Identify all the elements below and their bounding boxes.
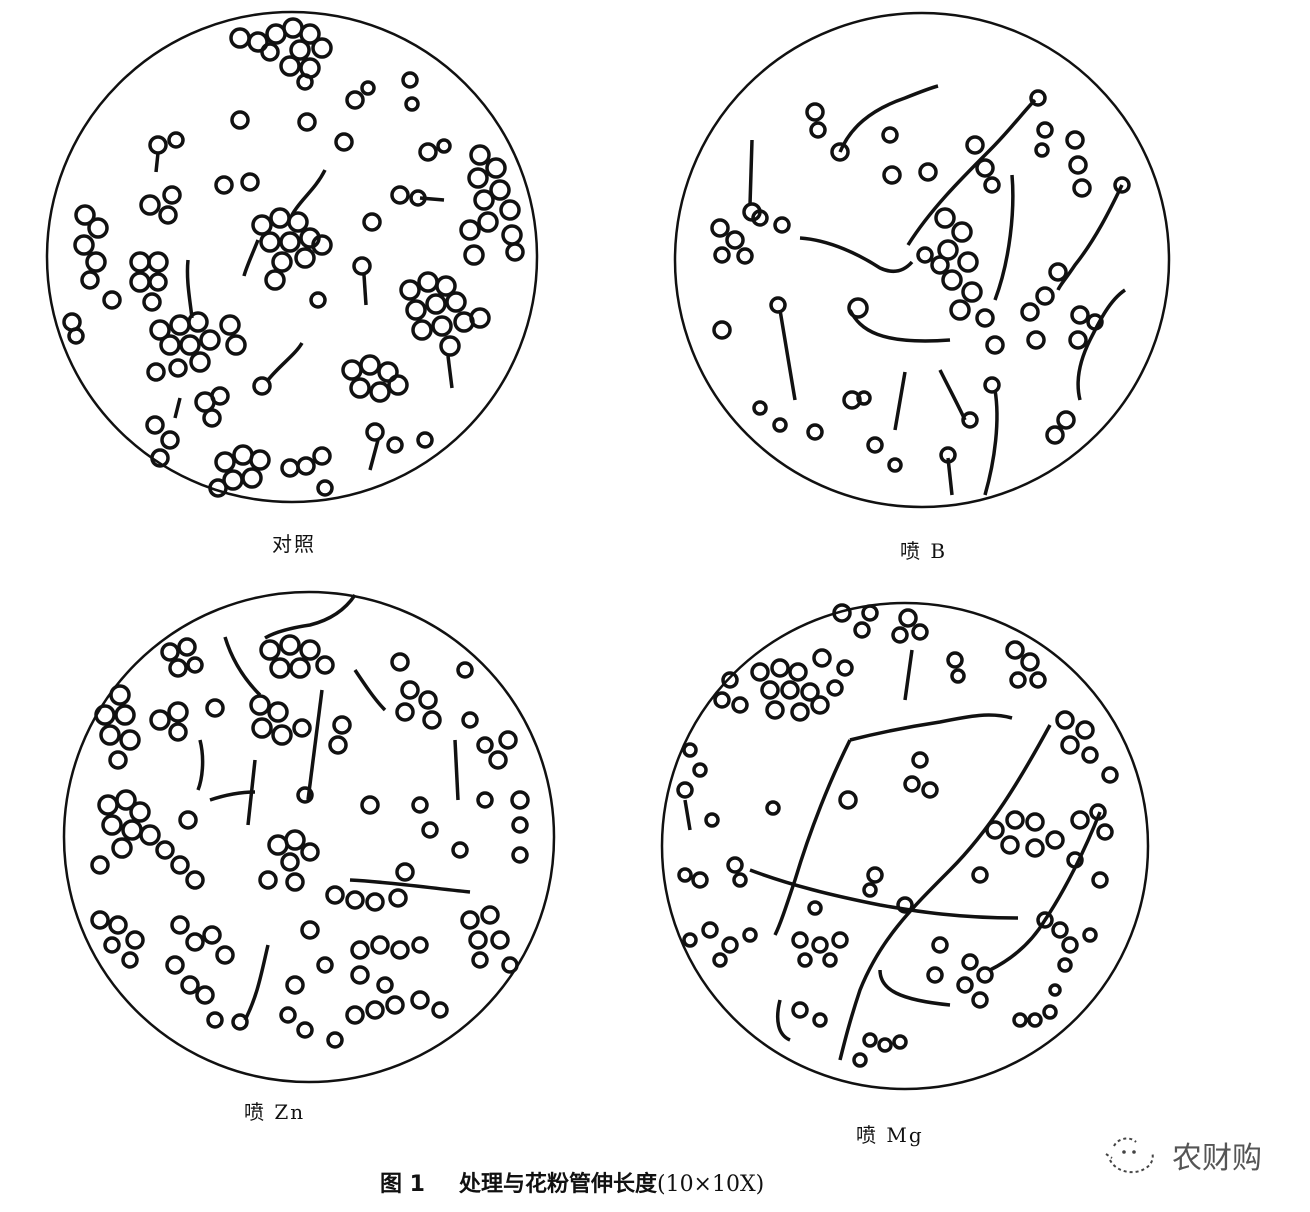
watermark-text: 农财购 xyxy=(1172,1141,1262,1176)
watermark: 农财购 xyxy=(1100,1132,1262,1178)
figure-magnification: (10×10X) xyxy=(656,1172,765,1197)
wechat-smile-icon xyxy=(1105,1137,1154,1174)
micrograph-spray-zn xyxy=(62,590,556,1084)
micrograph-control xyxy=(45,10,539,504)
panel-label-spray-zn: 喷 Zn xyxy=(244,1100,306,1124)
panel-spray-zn: 喷 Zn xyxy=(0,560,620,1140)
panel-spray-mg: 喷 Mg xyxy=(620,560,1310,1160)
micrograph-spray-b xyxy=(673,11,1171,509)
panel-control: 对照 xyxy=(0,0,600,560)
panel-label-spray-b: 喷 B xyxy=(900,539,948,563)
figure-number: 图 1 xyxy=(380,1172,425,1197)
panel-spray-b: 喷 B xyxy=(0,0,1310,563)
panel-label-spray-mg: 喷 Mg xyxy=(856,1123,924,1147)
figure-title: 处理与花粉管伸长度 xyxy=(458,1172,657,1197)
micrograph-spray-mg xyxy=(660,601,1150,1091)
figure-caption: 图 1 处理与花粉管伸长度(10×10X) xyxy=(380,1166,764,1198)
panel-label-control: 对照 xyxy=(272,532,316,556)
